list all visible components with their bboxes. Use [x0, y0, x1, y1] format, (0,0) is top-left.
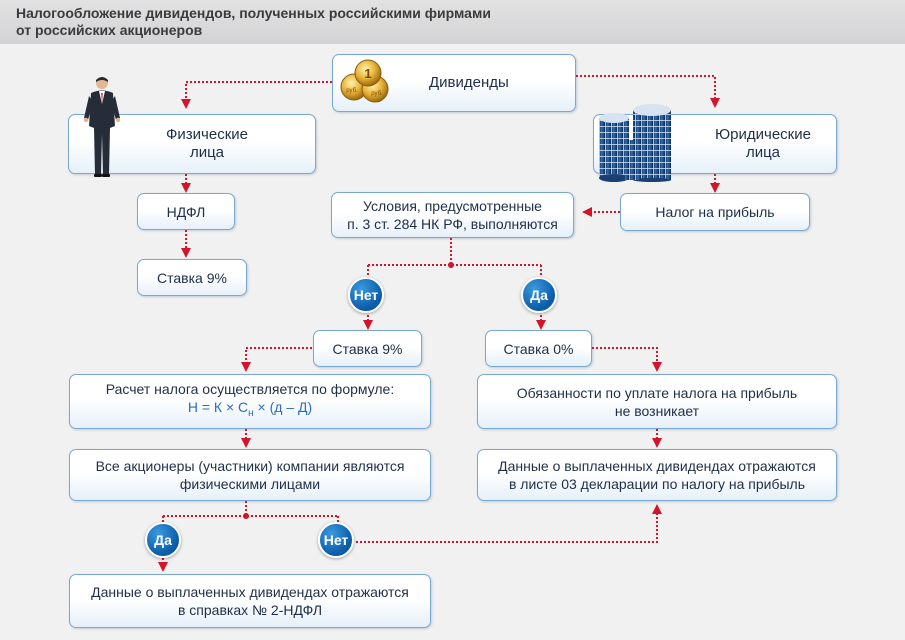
junction-dot-bottom — [243, 513, 249, 519]
legal-entities-label-line2: лица — [745, 144, 781, 161]
individuals-label: Физические лица — [166, 126, 248, 162]
legal-entities-label-line1: Юридические — [715, 126, 811, 143]
yes-badge-bottom: Да — [145, 522, 181, 558]
declaration-line1: Данные о выплаченных дивидендах отражают… — [498, 458, 816, 474]
page-title-line2: от российских акционеров — [16, 22, 203, 38]
all-individuals-box: Все акционеры (участники) компании являю… — [69, 449, 431, 501]
connector-rate9-calc — [241, 347, 312, 372]
declaration-label: Данные о выплаченных дивидендах отражают… — [498, 457, 816, 493]
tax-formula: Н = К × Сн × (д – Д) — [187, 399, 313, 419]
rate-9-individuals-label: Ставка 9% — [157, 269, 227, 286]
rate-0-label: Ставка 0% — [503, 340, 574, 357]
declaration-box: Данные о выплаченных дивидендах отражают… — [477, 449, 837, 501]
all-individuals-line2: физическими лицами — [179, 476, 321, 492]
ndfl-box: НДФЛ — [137, 193, 235, 230]
no-badge-top: Нет — [348, 277, 384, 313]
certificates-label: Данные о выплаченных дивидендах отражают… — [91, 583, 409, 619]
page-title: Налогообложение дивидендов, полученных р… — [16, 5, 616, 39]
certificates-line2: в справках № 2-НДФЛ — [177, 602, 323, 618]
tax-formula-subscript: н — [248, 407, 254, 419]
no-obligation-line2: не возникает — [614, 402, 700, 419]
office-buildings-icon — [599, 104, 671, 182]
rate-0-box: Ставка 0% — [485, 330, 592, 367]
certificates-line1: Данные о выплаченных дивидендах отражают… — [91, 584, 409, 600]
tax-calculation-box: Расчет налога осуществляется по формуле:… — [69, 374, 431, 429]
profit-tax-label: Налог на прибыль — [655, 204, 775, 220]
header-bar: Налогообложение дивидендов, полученных р… — [0, 0, 905, 44]
rate-9-individuals-box: Ставка 9% — [137, 259, 247, 296]
rate-9-box: Ставка 9% — [313, 330, 422, 367]
coins-icon: 1 руб. руб. — [340, 59, 389, 103]
no-obligation-label: Обязанности по уплате налога на прибыль … — [517, 384, 797, 420]
all-individuals-label: Все акционеры (участники) компании являю… — [96, 457, 405, 493]
rate-9-label: Ставка 9% — [332, 340, 403, 357]
no-obligation-box: Обязанности по уплате налога на прибыль … — [477, 374, 837, 429]
individuals-label-line2: лица — [189, 144, 225, 161]
page-title-line1: Налогообложение дивидендов, полученных р… — [16, 5, 491, 21]
certificates-box: Данные о выплаченных дивидендах отражают… — [69, 574, 431, 628]
coin-text-left: руб. — [346, 88, 358, 94]
junction-dot-top — [448, 262, 454, 268]
tax-formula-main: Н = К × С — [187, 399, 249, 416]
tax-formula-tail: × (д – Д) — [253, 399, 313, 416]
conditions-label-line1: Условия, предусмотренные — [363, 198, 542, 214]
no-obligation-line1: Обязанности по уплате налога на прибыль — [516, 384, 798, 401]
conditions-label-line2: п. 3 ст. 284 НК РФ, выполняются — [347, 216, 558, 232]
businessman-icon — [83, 77, 121, 177]
connector-no-declaration — [356, 504, 662, 543]
connector-rate0-obligation — [592, 347, 662, 372]
conditions-box: Условия, предусмотренные п. 3 ст. 284 НК… — [331, 192, 574, 238]
legal-entities-label: Юридические лица — [715, 126, 811, 162]
no-badge-bottom: Нет — [318, 522, 354, 558]
svg-text:1: 1 — [364, 66, 371, 81]
ndfl-label: НДФЛ — [166, 203, 206, 220]
tax-calculation-label: Расчет налога осуществляется по формуле:… — [106, 380, 394, 423]
tax-calculation-line1: Расчет налога осуществляется по формуле: — [105, 381, 395, 398]
declaration-line2: в листе 03 декларации по налогу на прибы… — [508, 476, 806, 492]
conditions-label: Условия, предусмотренные п. 3 ст. 284 НК… — [347, 197, 558, 233]
profit-tax-box: Налог на прибыль — [620, 193, 810, 231]
individuals-label-line1: Физические — [166, 126, 248, 143]
all-individuals-line1: Все акционеры (участники) компании являю… — [95, 458, 405, 474]
dividends-label: Дивиденды — [429, 74, 509, 91]
coin-text-right: руб. — [371, 91, 383, 97]
connector-dividends-individuals — [181, 81, 332, 109]
yes-badge-top: Да — [521, 277, 557, 313]
